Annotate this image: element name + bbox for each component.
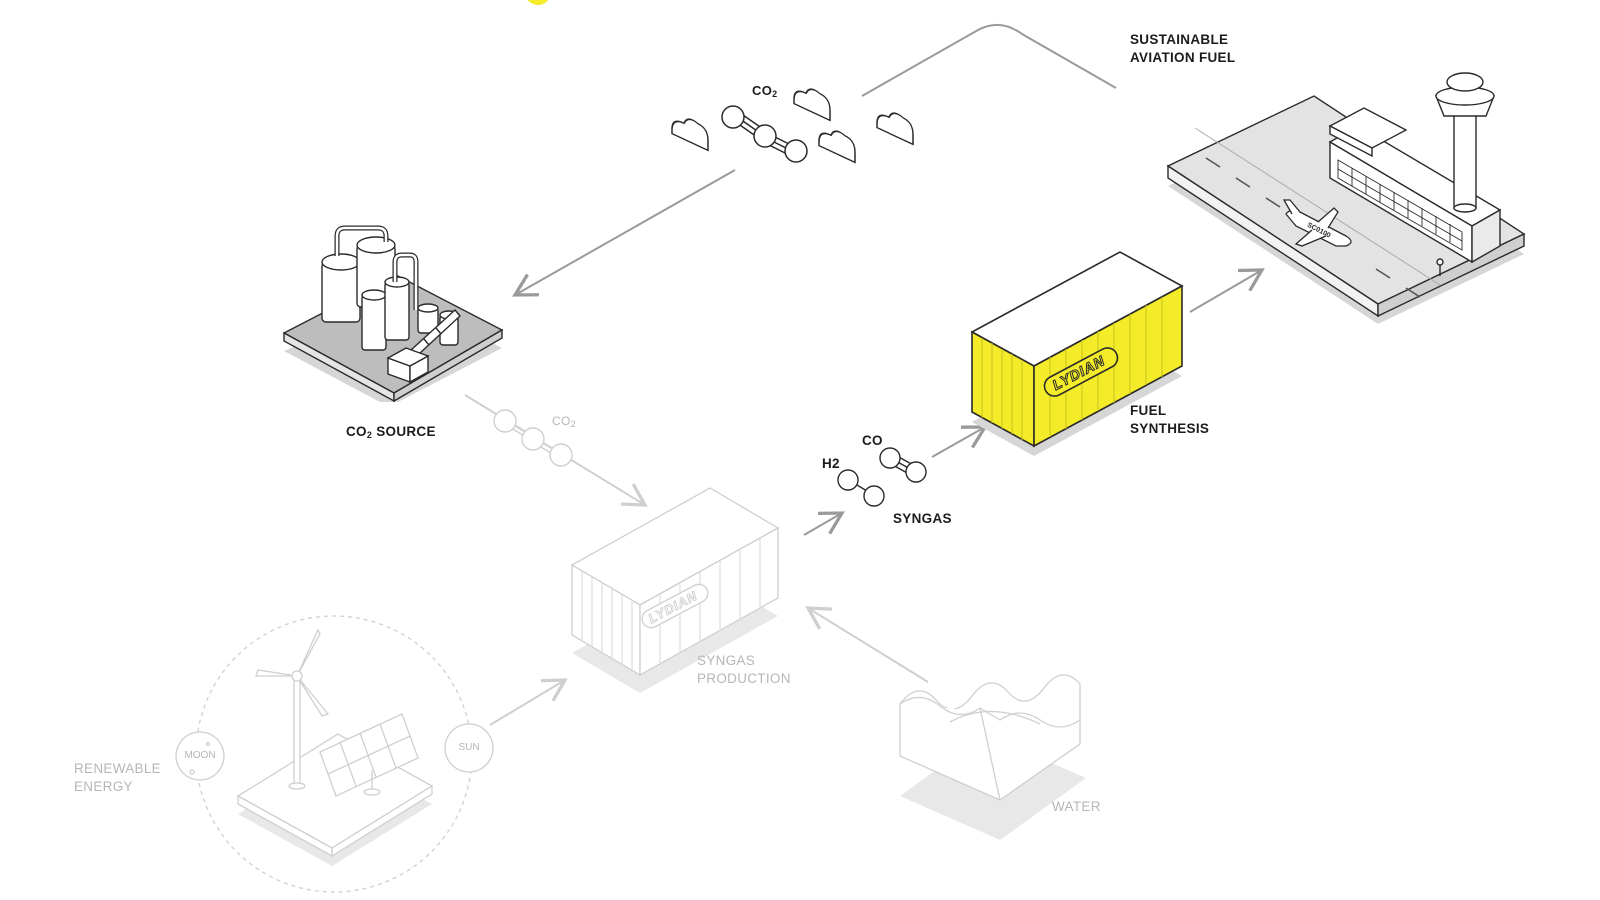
sun-icon — [444, 723, 494, 773]
sustainable-fuel-line2: AVIATION FUEL — [1130, 50, 1236, 65]
h2-label: H2 — [822, 455, 840, 473]
wave-icon — [899, 674, 1086, 840]
h2-text: H2 — [822, 456, 840, 471]
arrow-energy-to-syngas — [489, 678, 568, 726]
co-molecule-icon — [879, 447, 927, 483]
arrow-water-to-syngas — [805, 606, 929, 683]
fuel-synthesis-label: FUEL SYNTHESIS — [1130, 402, 1209, 438]
sun-label: SUN — [458, 742, 480, 753]
co2-molecule-faint-icon — [493, 409, 573, 467]
co2-top-text: CO — [752, 83, 773, 98]
airplane-icon — [1282, 199, 1352, 247]
renewable-energy-line1: RENEWABLE — [74, 761, 161, 776]
wind-turbine-icon — [255, 628, 330, 790]
fuel-synthesis-line1: FUEL — [1130, 403, 1167, 418]
syngas-production-label: SYNGAS PRODUCTION — [697, 652, 791, 688]
arrow-syngas-to-gas — [803, 511, 845, 536]
co2-source-subscript: 2 — [366, 430, 373, 440]
co-text: CO — [862, 433, 883, 448]
co2-top-subscript: 2 — [772, 89, 778, 99]
renewable-energy-label: RENEWABLE ENERGY — [74, 760, 161, 796]
arrow-gas-to-fuel — [931, 425, 988, 458]
arrow-to-co2-source — [512, 169, 736, 297]
container-icon — [970, 251, 1184, 456]
arrow-fuel-to-airport — [1189, 268, 1265, 313]
water-text: WATER — [1052, 799, 1101, 814]
co2-source-text: CO — [346, 424, 367, 439]
h2-molecule-icon — [837, 469, 885, 507]
co2-top-label: CO2 — [752, 82, 777, 103]
water-label: WATER — [1052, 798, 1101, 816]
syngas-production-line2: PRODUCTION — [697, 671, 791, 686]
co2-source-suffix: SOURCE — [372, 424, 436, 439]
syngas-production-line1: SYNGAS — [697, 653, 756, 668]
fuel-synthesis-line2: SYNTHESIS — [1130, 421, 1210, 436]
solar-panel-icon — [319, 713, 419, 797]
moon-icon — [175, 731, 225, 781]
co2-source-label: CO2 SOURCE — [346, 423, 436, 444]
airport-icon — [1166, 72, 1526, 324]
sustainable-fuel-line1: SUSTAINABLE — [1130, 32, 1229, 47]
arrow-top-curve — [861, 23, 1117, 97]
syngas-label: SYNGAS — [893, 510, 952, 528]
yellow-accent-icon — [527, 0, 549, 5]
container-faint-icon — [570, 487, 780, 693]
refinery-icon — [282, 225, 504, 403]
co2-mid-label: CO2 — [552, 412, 576, 433]
co-label: CO — [862, 432, 883, 450]
moon-label: MOON — [184, 750, 216, 761]
co2-molecule-icon — [721, 105, 808, 163]
syngas-text: SYNGAS — [893, 511, 952, 526]
cloud-icon — [671, 88, 914, 164]
renewable-energy-line2: ENERGY — [74, 779, 133, 794]
sustainable-fuel-label: SUSTAINABLE AVIATION FUEL — [1130, 31, 1235, 67]
co2-mid-text: CO — [552, 414, 571, 428]
co2-mid-subscript: 2 — [570, 419, 576, 429]
